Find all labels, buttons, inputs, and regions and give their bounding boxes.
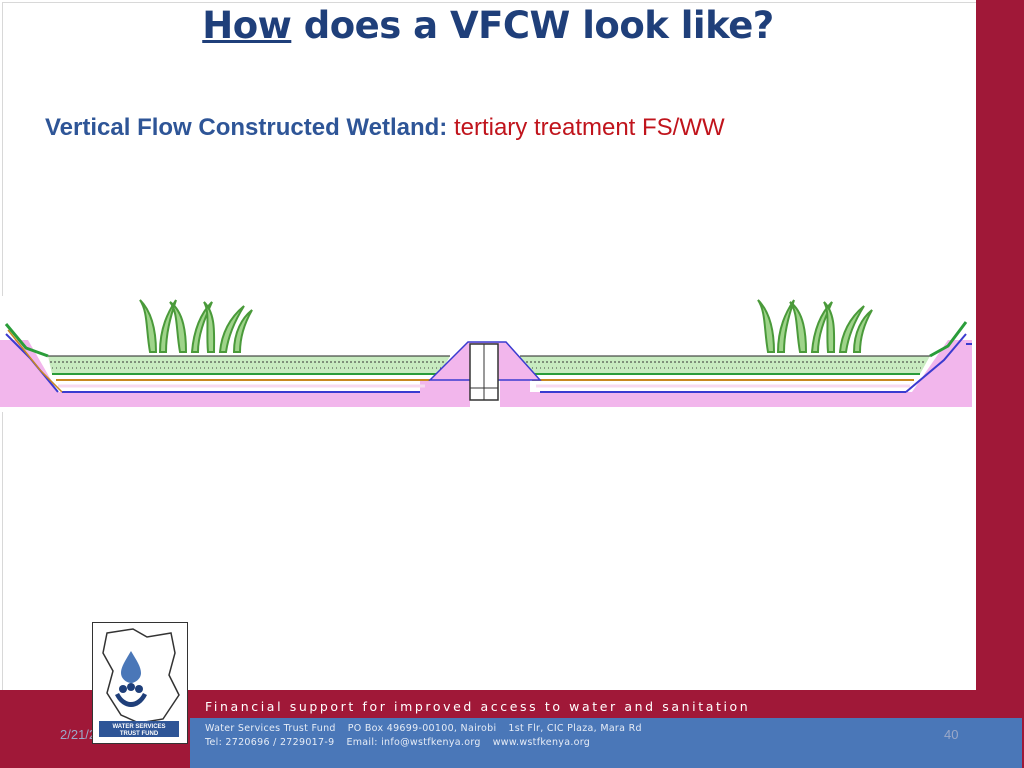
title-underlined-word: How	[202, 4, 292, 47]
logo-text-line-1: WATER SERVICES	[112, 724, 165, 730]
wstf-logo: WATER SERVICES TRUST FUND	[92, 622, 188, 744]
subtitle: Vertical Flow Constructed Wetland: terti…	[45, 114, 725, 142]
ground-fill	[0, 340, 470, 407]
ground-fill-right	[500, 340, 972, 407]
reeds-right	[757, 299, 873, 353]
subtitle-bold: Vertical Flow Constructed Wetland:	[45, 114, 448, 141]
footer-website: www.wstfkenya.org	[492, 737, 591, 748]
footer-org-name: Water Services Trust Fund	[205, 723, 336, 734]
footer-po-box: PO Box 49699-00100, Nairobi	[347, 723, 497, 734]
slide-number: 40	[944, 727, 959, 742]
title-rest: does a VFCW look like?	[303, 4, 775, 47]
footer-address: 1st Flr, CIC Plaza, Mara Rd	[508, 723, 642, 734]
side-band	[976, 0, 1024, 768]
footer-panel	[190, 718, 1022, 768]
reeds-left	[139, 299, 253, 353]
footer-tagline: Financial support for improved access to…	[205, 699, 751, 714]
logo-text-line-2: TRUST FUND	[120, 731, 159, 737]
basin-right-gravel	[520, 356, 930, 374]
subtitle-red: tertiary treatment FS/WW	[453, 114, 725, 141]
wstf-logo-graphic: WATER SERVICES TRUST FUND	[99, 628, 180, 737]
footer-email: Email: info@wstfkenya.org	[346, 737, 481, 748]
footer-contact-line-2: Tel: 2720696 / 2729017-9 Email: info@wstf…	[205, 737, 602, 748]
basin-left-gravel	[48, 356, 450, 374]
footer-contact-line-1: Water Services Trust Fund PO Box 49699-00…	[205, 723, 654, 734]
vfcw-cross-section-diagram	[0, 296, 972, 412]
slide-title: How does a VFCW look like?	[0, 0, 976, 52]
footer-phone: Tel: 2720696 / 2729017-9	[205, 737, 335, 748]
